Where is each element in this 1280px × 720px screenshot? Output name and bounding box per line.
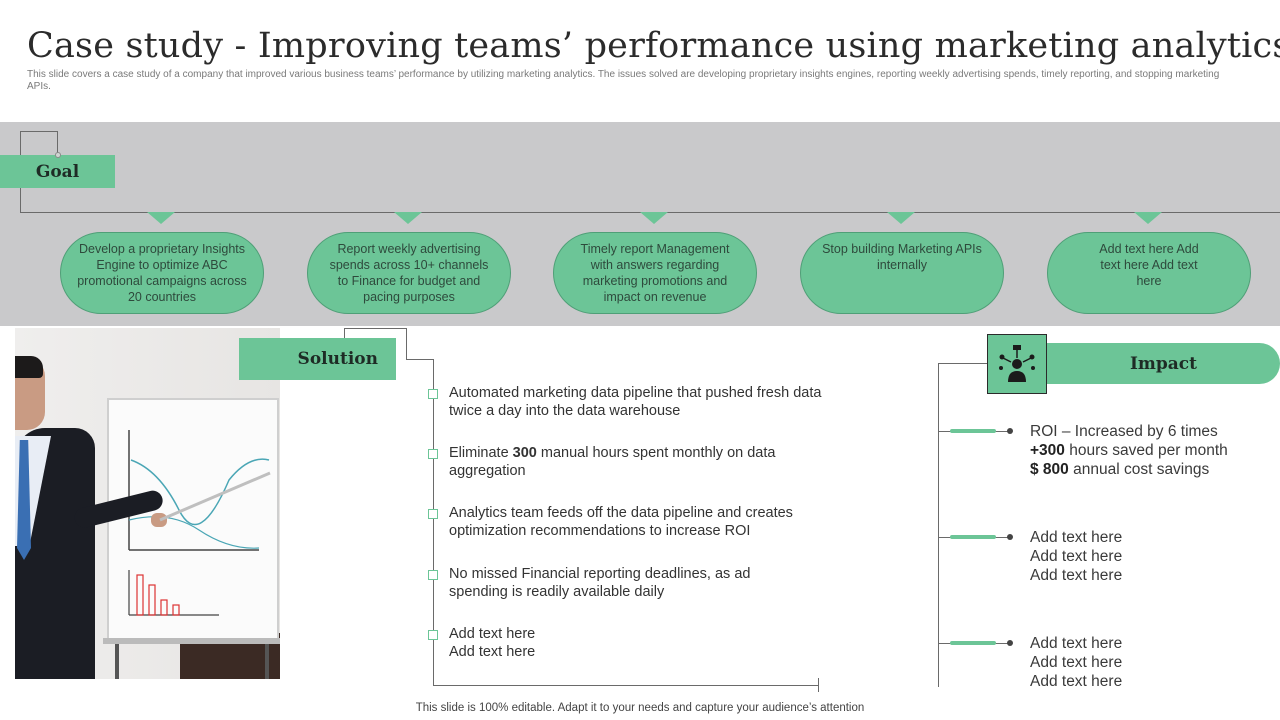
impact-marker [950, 429, 996, 433]
bullet-square-icon [428, 509, 438, 519]
impact-marker [950, 641, 996, 645]
presenter-network-icon [987, 334, 1047, 394]
goal-item: Develop a proprietary Insights Engine to… [60, 232, 264, 314]
goal-label: Goal [0, 155, 115, 188]
solution-item: Automated marketing data pipeline that p… [449, 385, 822, 419]
solution-label: Solution [239, 338, 396, 380]
impact-label: Impact [1047, 343, 1280, 384]
page-title: Case study - Improving teams’ performanc… [27, 26, 1280, 66]
goal-section: Goal Develop a proprietary Insights Engi… [0, 122, 1280, 326]
goal-pointer [887, 212, 915, 224]
bullet-square-icon [428, 630, 438, 640]
presenter-photo [15, 328, 280, 679]
goal-vertical-line [20, 188, 21, 212]
goal-item-text: Stop building Marketing APIs internally [822, 242, 982, 272]
goal-pointer [394, 212, 422, 224]
pointer-stick [159, 471, 271, 522]
bullet-square-icon [428, 449, 438, 459]
impact-marker [950, 535, 996, 539]
impact-block: Add text here Add text here Add text her… [1030, 635, 1123, 690]
solution-item: Eliminate 300 manual hours spent monthly… [449, 445, 776, 479]
goal-pointer [147, 212, 175, 224]
goal-item: Timely report Management with answers re… [553, 232, 757, 314]
impact-timeline [938, 363, 939, 687]
bullet-square-icon [428, 570, 438, 580]
impact-block: Add text here Add text here Add text her… [1030, 529, 1123, 584]
goal-item: Stop building Marketing APIs internally [800, 232, 1004, 314]
goal-pointer [1134, 212, 1162, 224]
goal-frame [20, 131, 58, 155]
impact-dot [1007, 534, 1013, 540]
goal-connector-dot [55, 152, 61, 158]
goal-item-text: Timely report Management with answers re… [580, 242, 730, 304]
bullet-square-icon [428, 389, 438, 399]
solution-item: No missed Financial reporting deadlines,… [449, 566, 751, 600]
footer-note: This slide is 100% editable. Adapt it to… [415, 702, 865, 714]
impact-block: ROI – Increased by 6 times +300 hours sa… [1030, 423, 1228, 478]
goal-item-text: Report weekly advertising spends across … [329, 242, 489, 304]
goal-item: Add text here Add text here Add text her… [1047, 232, 1251, 314]
solution-timeline [433, 360, 434, 685]
goal-pointer [640, 212, 668, 224]
solution-item: Add text here Add text here [449, 626, 536, 660]
page-subtitle: This slide covers a case study of a comp… [27, 69, 1220, 92]
impact-dot [1007, 428, 1013, 434]
goal-item-text: Develop a proprietary Insights Engine to… [77, 242, 247, 304]
goal-item: Report weekly advertising spends across … [307, 232, 511, 314]
solution-item: Analytics team feeds off the data pipeli… [449, 505, 793, 539]
impact-dot [1007, 640, 1013, 646]
goal-item-text: Add text here Add text here Add text her… [1099, 242, 1199, 288]
whiteboard-sketch [128, 430, 270, 616]
